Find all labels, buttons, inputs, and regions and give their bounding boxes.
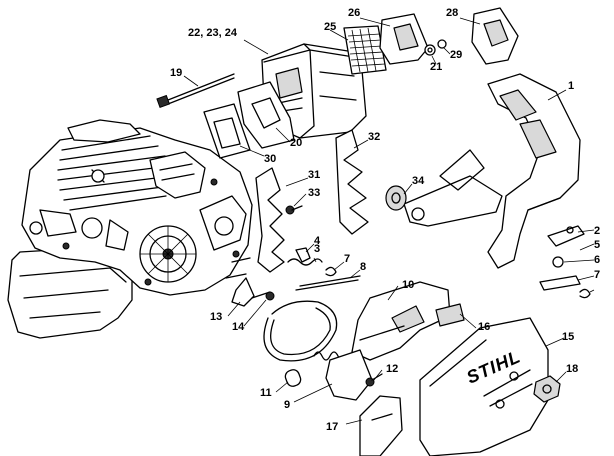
brake-handle-cover — [325, 349, 373, 401]
callout-13: 13 — [210, 311, 222, 323]
sprocket-cover — [419, 317, 549, 456]
spark-arrestor-screen — [343, 25, 387, 75]
bar-nut — [533, 375, 561, 403]
callout-26: 26 — [348, 7, 360, 19]
callout-2: 2 — [594, 225, 600, 237]
callout-22-23-24: 22, 23, 24 — [188, 27, 238, 39]
long-screw — [156, 73, 235, 109]
callout-5: 5 — [594, 239, 600, 251]
callout-18: 18 — [566, 363, 578, 375]
callout-14: 14 — [232, 321, 245, 333]
right-side-linkage — [539, 225, 591, 299]
callout-21: 21 — [430, 61, 442, 73]
spike-screws — [285, 205, 303, 215]
callout-17: 17 — [326, 421, 338, 433]
cover-screw — [365, 373, 383, 387]
callouts: 1 2 3 4 5 6 7 7 8 9 10 11 12 13 14 15 16… — [170, 7, 600, 433]
brake-lever — [231, 277, 275, 307]
callout-4: 4 — [314, 235, 321, 247]
callout-19: 19 — [170, 67, 182, 79]
callout-25: 25 — [324, 21, 336, 33]
hand-guard-bushing — [385, 185, 407, 211]
callout-9: 9 — [284, 399, 290, 411]
bumper-spike-inner — [255, 167, 285, 273]
leader-lines — [183, 17, 595, 425]
nut-and-washer — [424, 39, 447, 56]
callout-29: 29 — [450, 49, 462, 61]
exhaust-flange — [471, 7, 519, 65]
callout-33: 33 — [308, 187, 320, 199]
chain-catcher-plate — [359, 395, 403, 456]
callout-20: 20 — [290, 137, 302, 149]
engine-housing — [7, 119, 253, 339]
callout-28: 28 — [446, 7, 458, 19]
callout-32: 32 — [368, 131, 380, 143]
felt-pad — [435, 303, 465, 327]
callout-6: 6 — [594, 254, 600, 266]
callout-10: 10 — [402, 279, 414, 291]
callout-3: 3 — [314, 243, 320, 255]
callout-16: 16 — [478, 321, 490, 333]
callout-8: 8 — [360, 261, 366, 273]
hand-guard — [403, 73, 581, 269]
brake-band — [263, 300, 338, 362]
chain-brake-cover — [351, 281, 451, 361]
callout-34: 34 — [412, 175, 425, 187]
callout-7a: 7 — [344, 253, 350, 265]
muffler-cover-plate — [379, 13, 429, 65]
callout-7b: 7 — [594, 269, 600, 281]
callout-30: 30 — [264, 153, 276, 165]
callout-12: 12 — [386, 363, 398, 375]
callout-1: 1 — [568, 80, 574, 92]
callout-31: 31 — [308, 169, 320, 181]
callout-15: 15 — [562, 331, 574, 343]
callout-11: 11 — [260, 387, 272, 399]
bumper-spike-outer — [335, 129, 369, 235]
